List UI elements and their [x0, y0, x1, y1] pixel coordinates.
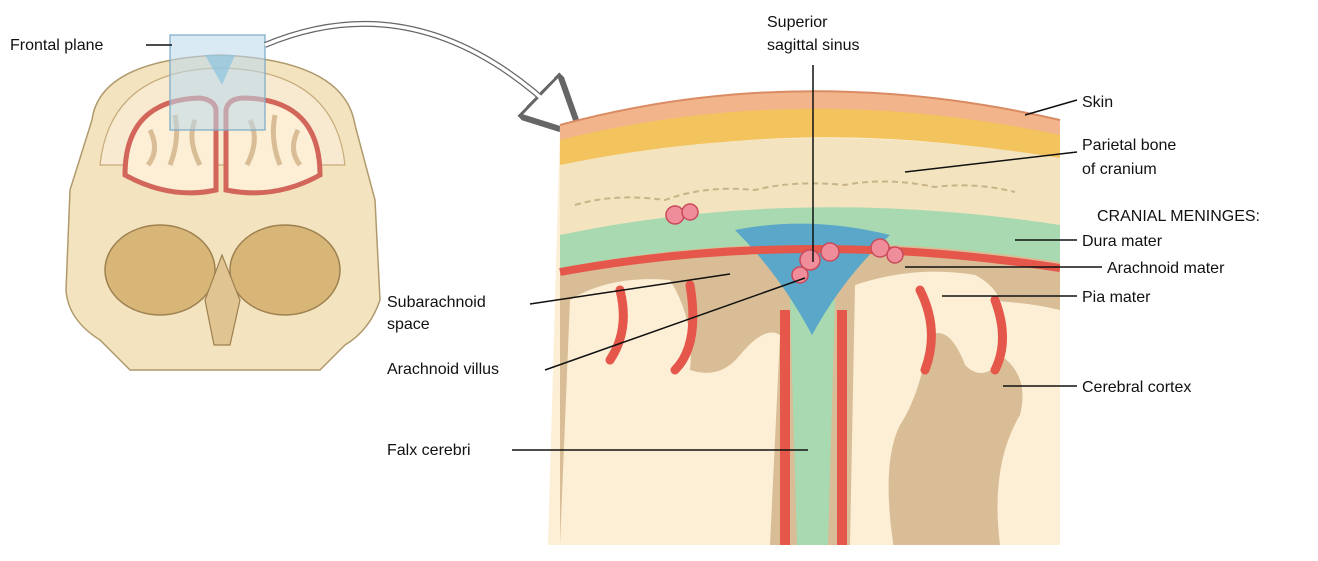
- label-arachnoid-villus: Arachnoid villus: [387, 361, 499, 378]
- skull-illustration: [66, 35, 380, 370]
- label-cerebral-cortex: Cerebral cortex: [1082, 379, 1191, 396]
- magnified-section: [540, 60, 1070, 560]
- label-frontal-plane: Frontal plane: [10, 37, 103, 54]
- label-superior-sagittal-sinus-2: sagittal sinus: [767, 37, 860, 54]
- label-arachnoid-mater: Arachnoid mater: [1107, 260, 1225, 277]
- label-dura-mater: Dura mater: [1082, 233, 1163, 250]
- label-pia-mater: Pia mater: [1082, 289, 1151, 306]
- label-skin: Skin: [1082, 94, 1113, 111]
- label-subarachnoid-space-2: space: [387, 316, 430, 333]
- label-cranial-meninges: CRANIAL MENINGES:: [1097, 208, 1260, 225]
- left-orbit: [105, 225, 215, 315]
- label-superior-sagittal-sinus-1: Superior: [767, 14, 828, 31]
- label-parietal-bone-2: of cranium: [1082, 161, 1157, 178]
- label-subarachnoid-space-1: Subarachnoid: [387, 294, 486, 311]
- falx-cerebri: [790, 300, 835, 545]
- label-parietal-bone-1: Parietal bone: [1082, 137, 1176, 154]
- right-orbit: [230, 225, 340, 315]
- label-falx-cerebri: Falx cerebri: [387, 442, 471, 459]
- frontal-plane-box: [170, 35, 265, 130]
